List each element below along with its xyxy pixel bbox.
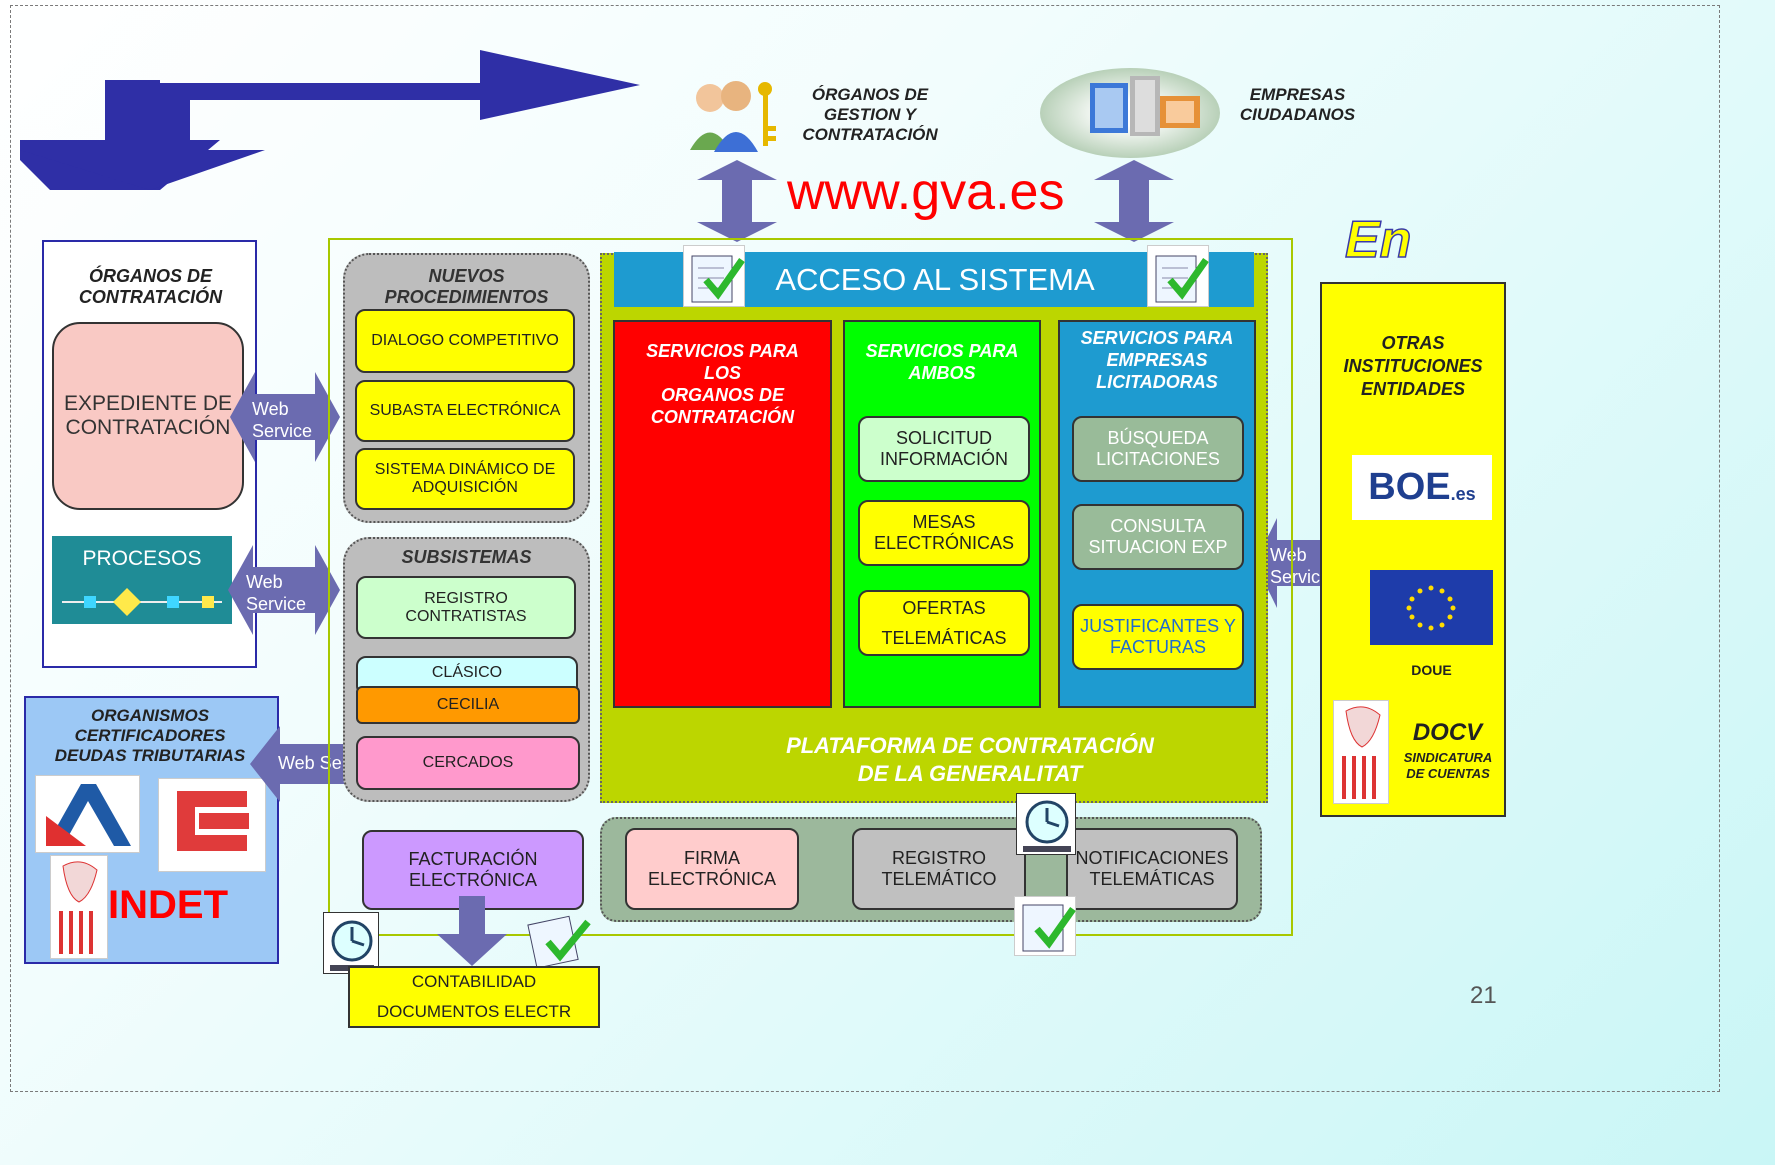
boe-logo-text: BOE <box>1368 466 1451 508</box>
updown-arrow-right-icon <box>1094 160 1174 242</box>
companies-cloud-icon <box>1040 68 1220 158</box>
clock-icon <box>1016 793 1076 855</box>
updown-arrow-left-icon <box>697 160 777 242</box>
mesas-electronicas-box[interactable]: MESAS ELECTRÓNICAS <box>858 500 1030 566</box>
dialogo-competitivo-box[interactable]: DIALOGO COMPETITIVO <box>355 309 575 373</box>
checklist-icon <box>1147 245 1209 307</box>
url-label[interactable]: www.gva.es <box>787 163 1065 221</box>
docv-label: DOCV <box>1412 719 1483 746</box>
ofertas-telematicas-box[interactable]: OFERTAS TELEMÁTICAS <box>858 590 1030 656</box>
cecilia-box[interactable]: CECILIA <box>356 686 580 724</box>
acceso-label: ACCESO AL SISTEMA <box>775 262 1095 297</box>
servicios-empresas-title: SERVICIOS PARA EMPRESAS LICITADORAS <box>1080 328 1234 392</box>
checklist-icon <box>524 912 594 972</box>
expediente-box[interactable]: EXPEDIENTE DE CONTRATACIÓN <box>52 322 244 510</box>
notificaciones-telematicas-box[interactable]: NOTIFICACIONES TELEMÁTICAS <box>1066 828 1238 910</box>
sistema-dinamico-box[interactable]: SISTEMA DINÁMICO DE ADQUISICIÓN <box>355 448 575 510</box>
clock-icon <box>323 912 379 974</box>
consulta-situacion-box[interactable]: CONSULTA SITUACION EXP <box>1072 504 1244 570</box>
year-note: En 2010... <box>1344 210 1505 340</box>
servicios-organos-column <box>613 320 832 708</box>
flow-arrow-icon <box>20 50 640 190</box>
boe-logo-suffix: .es <box>1450 484 1476 504</box>
solicitud-informacion-box[interactable]: SOLICITUD INFORMACIÓN <box>858 416 1030 482</box>
servicios-ambos-title: SERVICIOS PARA AMBOS <box>865 341 1019 383</box>
users-key-icon <box>686 70 781 155</box>
justificantes-facturas-box[interactable]: JUSTIFICANTES Y FACTURAS <box>1072 604 1244 670</box>
organismos-title: ORGANISMOS CERTIFICADORES DEUDAS TRIBUTA… <box>54 706 246 765</box>
servicios-organos-title: SERVICIOS PARA LOS ORGANOS DE CONTRATACI… <box>646 341 799 427</box>
procesos-label: PROCESOS <box>82 547 202 570</box>
empresas-label: EMPRESAS CIUDADANOS <box>1239 85 1356 124</box>
web-service-label-4: Web Service <box>1270 545 1331 587</box>
firma-electronica-box[interactable]: FIRMA ELECTRÓNICA <box>625 828 799 910</box>
sindicatura-label: SINDICATURA DE CUENTAS <box>1403 750 1493 781</box>
plataforma-footer-label: PLATAFORMA DE CONTRATACIÓN DE LA GENERAL… <box>786 733 1154 786</box>
eu-flag-icon <box>1370 570 1493 645</box>
down-arrow-icon <box>437 896 507 966</box>
web-service-label-1: Web Service <box>252 399 313 441</box>
organos-gestion-label: ÓRGANOS DE GESTION Y CONTRATACIÓN <box>802 85 938 144</box>
procesos-box[interactable]: PROCESOS <box>52 536 232 624</box>
subsistemas-title: SUBSISTEMAS <box>401 546 532 567</box>
generalitat-crest-icon <box>1333 700 1389 804</box>
nuevos-procedimientos-title: NUEVOS PROCEDIMIENTOS <box>384 266 549 307</box>
page-number: 21 <box>1470 982 1497 1009</box>
generalitat-crest-icon <box>50 855 108 959</box>
platform-outer-frame <box>328 238 1293 936</box>
documentos-label: DOCUMENTOS ELECTR <box>376 1002 572 1021</box>
cercados-box[interactable]: CERCADOS <box>356 736 580 790</box>
process-flow-icon <box>62 588 222 616</box>
contabilidad-box[interactable] <box>348 966 600 1028</box>
web-service-arrow-2 <box>228 545 340 635</box>
boe-logo-icon: BOE .es <box>1352 455 1492 520</box>
seguridad-social-icon <box>158 778 266 872</box>
web-service-label-2: Web Service <box>246 572 307 614</box>
registro-contratistas-box[interactable]: REGISTRO CONTRATISTAS <box>356 576 576 639</box>
checklist-icon <box>1014 896 1076 956</box>
indet-label: INDET <box>108 883 228 927</box>
organos-contratacion-title: ÓRGANOS DE CONTRATACIÓN <box>78 266 223 307</box>
otras-instituciones-title: OTRAS INSTITUCIONES ENTIDADES <box>1343 333 1483 399</box>
registro-telematico-box[interactable]: REGISTRO TELEMÁTICO <box>852 828 1026 910</box>
checklist-icon <box>683 245 745 307</box>
slide-frame <box>10 5 1720 1092</box>
agencia-tributaria-icon <box>35 775 140 853</box>
subasta-electronica-box[interactable]: SUBASTA ELECTRÓNICA <box>355 380 575 442</box>
contabilidad-label: CONTABILIDAD <box>411 972 537 991</box>
doue-label: DOUE <box>1411 662 1452 678</box>
web-service-arrow-1 <box>230 372 340 462</box>
busqueda-licitaciones-box[interactable]: BÚSQUEDA LICITACIONES <box>1072 416 1244 482</box>
